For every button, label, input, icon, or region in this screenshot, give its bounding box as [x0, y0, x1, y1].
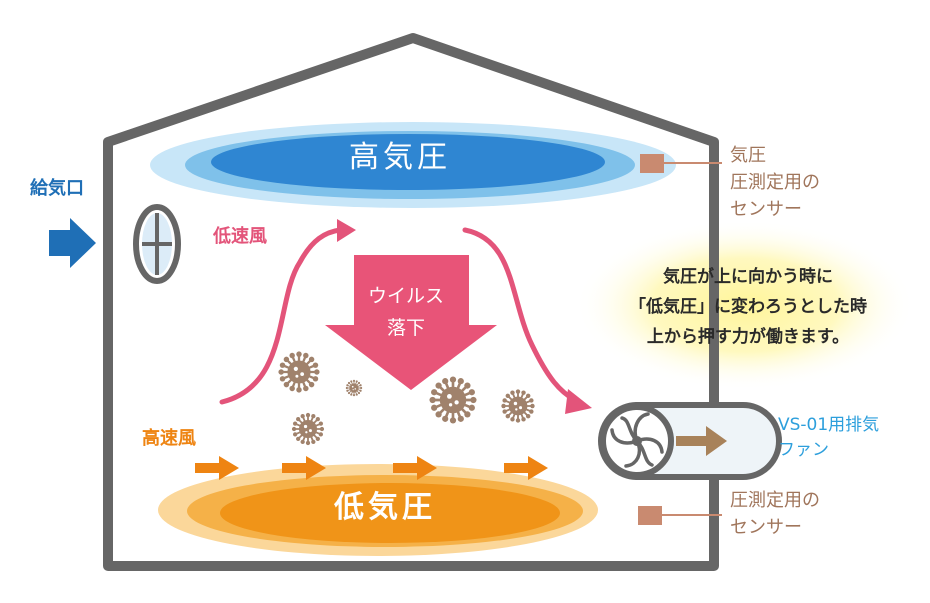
sensor-top-line: 圧測定用の — [730, 172, 820, 193]
window-icon — [133, 204, 181, 284]
exhaust-arrow-icon — [676, 426, 727, 456]
sensor-top — [640, 154, 722, 173]
note-glow — [575, 220, 915, 390]
virus-fall-line: ウイルス — [367, 285, 444, 307]
note-line: 「低気圧」に変わろうとした時 — [629, 297, 867, 317]
sensor-bottom — [638, 506, 722, 525]
inlet-arrow-icon — [49, 218, 96, 268]
sensor-top-label: 気圧 圧測定用の センサー — [730, 142, 820, 223]
sensor-top-line: 気圧 — [730, 145, 766, 166]
high-speed-wind-label: 高速風 — [142, 428, 196, 449]
high-pressure-label: 高気圧 — [349, 140, 451, 175]
low-speed-wind-arrows — [219, 219, 592, 414]
sensor-bottom-label: 圧測定用の センサー — [730, 487, 820, 541]
virus-fall-arrow — [325, 255, 497, 390]
sensor-bottom-line: センサー — [730, 517, 802, 538]
low-pressure-zone — [158, 464, 598, 556]
exhaust-fan-line: ファン — [778, 440, 829, 460]
exhaust-fan-line: VS-01用排気 — [778, 415, 880, 435]
pressure-note: 気圧が上に向かう時に 「低気圧」に変わろうとした時 上から押す力が働きます。 — [588, 262, 908, 352]
sensor-bottom-line: 圧測定用の — [730, 490, 820, 511]
low-speed-wind-label: 低速風 — [213, 226, 267, 247]
virus-fall-label: ウイルス 落下 — [346, 280, 466, 344]
virus-fall-line: 落下 — [386, 317, 425, 339]
note-line: 上から押す力が働きます。 — [646, 327, 850, 347]
house-outline — [103, 33, 719, 571]
note-line: 気圧が上に向かう時に — [663, 267, 833, 287]
high-pressure-zone — [150, 122, 676, 208]
exhaust-fan-label: VS-01用排気 ファン — [778, 413, 879, 463]
inlet-label: 給気口 — [30, 178, 84, 199]
sensor-top-line: センサー — [730, 199, 802, 220]
low-pressure-label: 低気圧 — [334, 490, 436, 525]
